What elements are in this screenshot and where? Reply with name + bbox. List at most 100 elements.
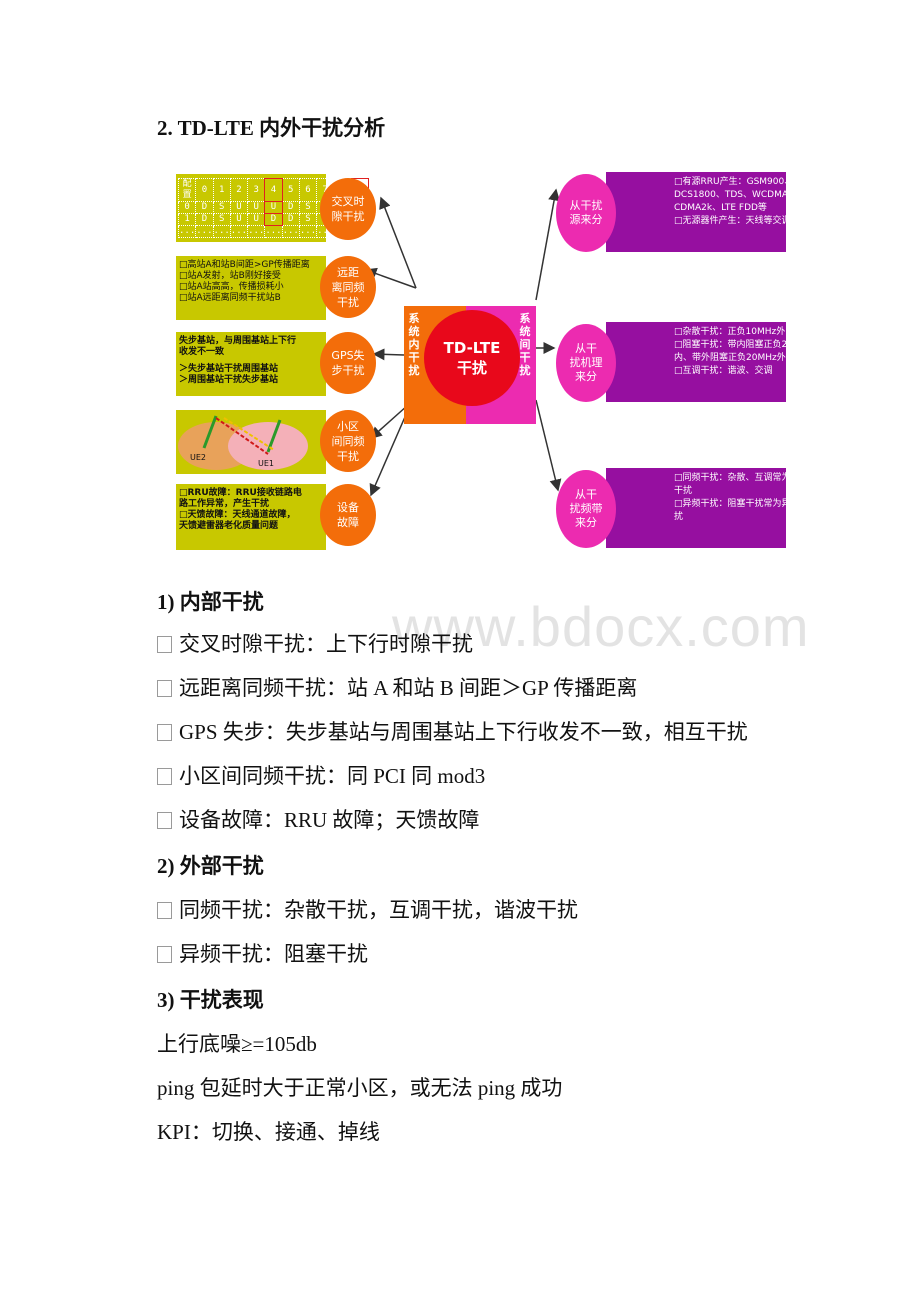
table-cell: U	[229, 213, 249, 226]
circle-label: 离同频	[331, 280, 365, 294]
list-item: 交叉时隙干扰：上下行时隙干扰	[157, 628, 473, 658]
interference-diagram: 配置 0 1 2 3 4 5 6 7 8 9 0 D S U U U D S	[176, 170, 813, 550]
circle-label: 源来分	[569, 213, 603, 226]
arrow-to-cell	[369, 404, 409, 439]
box-line: CDMA2k、LTE FDD等	[674, 203, 767, 213]
table-cell: D	[281, 213, 300, 226]
text-line: 上行底噪≥=105db	[157, 1032, 317, 1056]
remote-interference-circle: 远距 离同频 干扰	[320, 256, 376, 318]
table-cell: ...	[247, 225, 266, 238]
table-cell: U	[229, 201, 249, 214]
circle-label: 从干	[575, 342, 597, 355]
arrow-to-cross-slot	[379, 196, 417, 289]
table-cell: S	[212, 201, 231, 214]
external-heading: 2) 外部干扰	[157, 854, 264, 878]
checkbox-bullet-icon	[157, 946, 172, 963]
center-title: TD-LTE	[443, 338, 501, 357]
table-cell: 0	[195, 178, 214, 202]
internal-heading: 1) 内部干扰	[157, 590, 264, 614]
box-line: 路工作异常，产生干扰	[179, 499, 270, 509]
checkbox-bullet-icon	[157, 768, 172, 785]
box-line: ＞失步基站干扰周围基站	[179, 364, 279, 374]
list-item-text: GPS 失步：失步基站与周围基站上下行收发不一致，相互干扰	[179, 720, 748, 744]
symptom-heading: 3) 干扰表现	[157, 988, 264, 1012]
table-cell: 配置	[177, 178, 197, 202]
text-line: KPI：切换、接通、掉线	[157, 1120, 380, 1144]
arrow-to-gps	[372, 348, 405, 361]
section-heading: 2. TD-LTE 内外干扰分析	[157, 116, 386, 140]
checkbox-bullet-icon	[157, 636, 172, 653]
box-line: □无源器件产生：天线等交调干扰	[674, 216, 809, 226]
box-line: □互调干扰：谐波、交调	[674, 366, 773, 376]
circle-label: 故障	[337, 516, 359, 529]
center-circle: TD-LTE 干扰	[424, 310, 520, 406]
box-line: □阻塞干扰：带内阻塞正负20MHz	[674, 340, 813, 350]
circle-label: 来分	[575, 370, 597, 383]
ue-illustration	[178, 415, 308, 470]
list-item-text: 远距离同频干扰：站 A 和站 B 间距＞GP 传播距离	[179, 676, 638, 700]
table-cell: U	[247, 213, 266, 226]
circle-label: GPS失	[331, 349, 365, 362]
arrow-to-remote	[364, 267, 417, 289]
table-cell: D	[281, 201, 300, 214]
watermark: www.bdocx.com	[392, 595, 810, 658]
table-cell: U	[264, 201, 283, 214]
table-cell: ...	[212, 225, 231, 238]
ue2-label: UE2	[190, 453, 206, 462]
list-item: 同频干扰：杂散干扰，互调干扰，谐波干扰	[157, 894, 578, 924]
circle-label: 干扰	[337, 449, 359, 463]
table-cell: ...	[177, 225, 197, 238]
slot-table-row: 1 D S U U D D S U U D	[177, 213, 369, 226]
table-cell: ...	[264, 225, 283, 238]
band-box: □同频干扰：杂散、互调常为同频 干扰 □异频干扰：阻塞干扰常为异频干 扰	[606, 468, 809, 548]
device-fault-circle: 设备 故障	[320, 484, 376, 546]
cross-slot-circle: 交叉时 隙干扰	[320, 178, 376, 240]
box-line: 扰	[674, 512, 684, 522]
list-item-text: 设备故障：RRU 故障；天馈故障	[179, 808, 480, 832]
checkbox-bullet-icon	[157, 680, 172, 697]
box-line: □站A站高高，传播损耗小	[179, 282, 284, 292]
list-item: 异频干扰：阻塞干扰	[157, 938, 368, 968]
table-cell: D	[195, 213, 214, 226]
text-line: ping 包延时大于正常小区，或无法 ping 成功	[157, 1076, 563, 1100]
list-item-text: 小区间同频干扰：同 PCI 同 mod3	[179, 764, 486, 788]
diagram-arrows	[364, 188, 562, 497]
intra-system-label: 系统内干扰	[408, 312, 420, 377]
interference-link	[223, 417, 275, 451]
list-item: GPS 失步：失步基站与周围基站上下行收发不一致，相互干扰	[157, 716, 748, 746]
table-cell: S	[212, 213, 231, 226]
circle-label: 来分	[575, 516, 597, 529]
circle-label: 交叉时	[331, 195, 365, 208]
box-line: □天馈故障：天线通道故障，	[179, 510, 296, 520]
checkbox-bullet-icon	[157, 812, 172, 829]
box-line: 天馈避雷器老化质量问题	[179, 521, 279, 531]
cell-interference-box: UE2 UE1	[176, 410, 326, 474]
circle-label: 远距	[337, 265, 359, 279]
checkbox-bullet-icon	[157, 724, 172, 741]
box-line: 收发不一致	[179, 347, 225, 357]
inter-system-label: 系统间干扰	[519, 312, 531, 377]
table-cell: 0	[177, 201, 197, 214]
box-line: □异频干扰：阻塞干扰常为异频干	[674, 499, 809, 509]
box-line: □有源RRU产生：GSM900、PHS	[674, 177, 812, 187]
circle-label: 小区	[337, 419, 359, 433]
table-cell: 3	[247, 178, 266, 202]
source-circle: 从干扰 源来分	[556, 174, 616, 252]
list-item: 设备故障：RRU 故障；天馈故障	[157, 804, 479, 834]
table-cell: 4	[264, 178, 283, 202]
table-cell: D	[195, 201, 214, 214]
list-item: 远距离同频干扰：站 A 和站 B 间距＞GP 传播距离	[157, 672, 637, 702]
box-line: 干扰	[674, 486, 693, 496]
interference-link	[215, 417, 269, 455]
box-line: □高站A和站B间距>GP传播距离	[179, 260, 310, 270]
mechanism-circle: 从干 扰机理 来分	[556, 324, 616, 402]
circle-label: 干扰	[337, 295, 359, 309]
remote-interference-box: □高站A和站B间距>GP传播距离 □站A发射，站B刚好接受 □站A站高高，传播损…	[176, 256, 326, 320]
list-item-text: 同频干扰：杂散干扰，互调干扰，谐波干扰	[179, 898, 578, 922]
gps-interference-circle: GPS失 步干扰	[320, 332, 376, 394]
gps-interference-box: 失步基站，与周围基站上下行 收发不一致 ＞失步基站干扰周围基站 ＞周围基站干扰失…	[176, 332, 326, 396]
band-circle: 从干 扰频带 来分	[556, 470, 616, 548]
table-cell: S	[298, 201, 318, 214]
table-cell: 6	[298, 178, 318, 202]
ue2-link	[202, 415, 218, 449]
